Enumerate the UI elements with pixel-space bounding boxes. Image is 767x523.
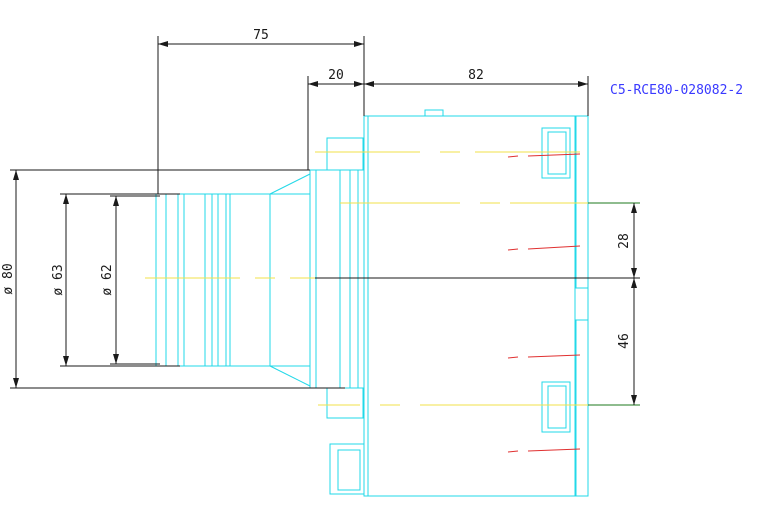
svg-text:20: 20	[328, 68, 344, 83]
centerlines	[145, 151, 590, 406]
main-body	[363, 115, 589, 497]
part-outline	[155, 109, 589, 497]
hidden-lines	[507, 153, 581, 453]
dim-flange-length: 20	[307, 68, 364, 170]
svg-text:ø 62: ø 62	[100, 264, 115, 295]
svg-text:ø 80: ø 80	[1, 263, 16, 294]
dim-diameter-outer: ø 80	[1, 169, 345, 389]
dim-offset-lower: 46	[588, 278, 640, 406]
dim-diameter-inner: ø 62	[100, 195, 160, 365]
svg-text:46: 46	[617, 333, 632, 349]
svg-text:28: 28	[617, 233, 632, 249]
dim-overall-length: 75	[157, 28, 365, 194]
svg-text:82: 82	[468, 68, 484, 83]
dim-body-length: 82	[364, 68, 589, 116]
dim-diameter-mid: ø 63	[51, 193, 180, 367]
spigot	[155, 193, 311, 367]
dim-offset-upper: 28	[588, 202, 640, 278]
svg-text:ø 63: ø 63	[51, 264, 66, 295]
part-label: C5-RCE80-028082-2	[610, 83, 743, 98]
svg-text:75: 75	[253, 28, 269, 43]
